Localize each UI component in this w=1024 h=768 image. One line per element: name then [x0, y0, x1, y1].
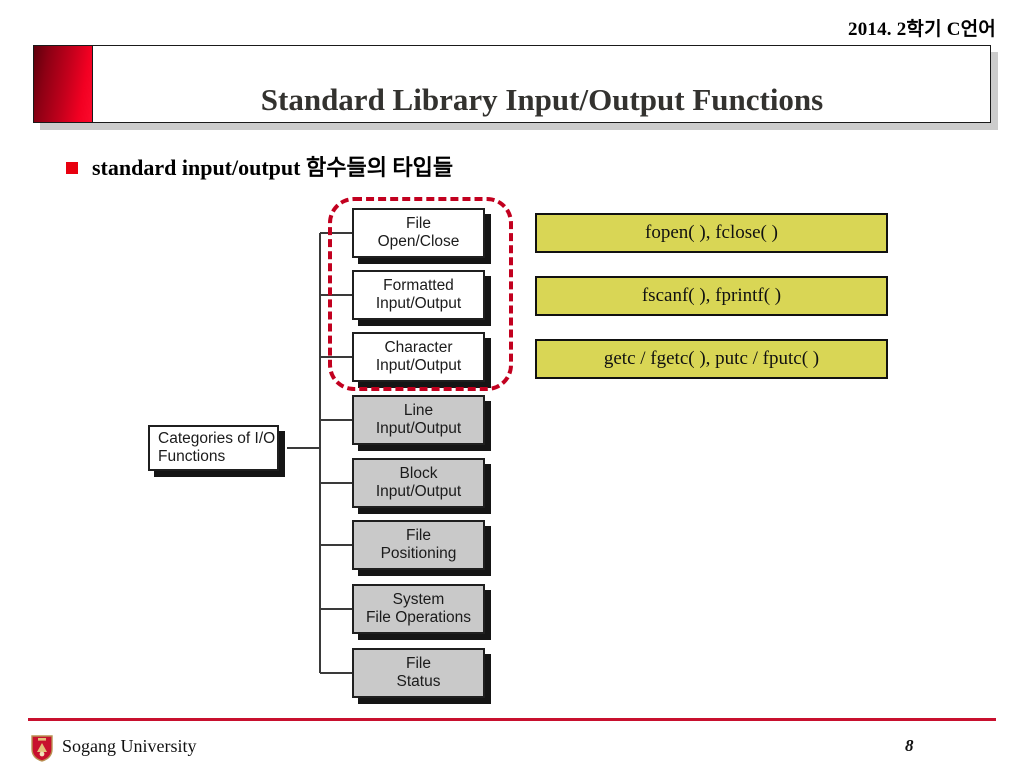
- node-line1: System: [392, 591, 445, 609]
- diagram-node-line-io[interactable]: Line Input/Output: [352, 395, 485, 445]
- diagram-node-system-file-operations[interactable]: System File Operations: [352, 584, 485, 634]
- title-bar-frame: [33, 45, 991, 123]
- page-title: Standard Library Input/Output Functions: [260, 82, 824, 117]
- course-label: 2014. 2학기 C언어: [848, 19, 996, 40]
- diagram-node-file-status[interactable]: File Status: [352, 648, 485, 698]
- diagram-root-line1: Categories of: [158, 430, 251, 448]
- sogang-shield-logo-icon: [31, 735, 53, 762]
- node-line1: Character: [384, 339, 453, 357]
- bullet-text: standard input/output 함수들의 타입들: [92, 155, 454, 180]
- node-line1: File: [406, 215, 431, 233]
- node-line1: Block: [399, 465, 438, 483]
- node-line2: Input/Output: [375, 357, 462, 374]
- node-line1: File: [406, 527, 431, 545]
- node-line2: Positioning: [380, 545, 457, 562]
- node-line2: File Operations: [365, 609, 472, 626]
- node-line2: Input/Output: [375, 483, 462, 500]
- node-line2: Input/Output: [375, 295, 462, 312]
- bullet-square-icon: [66, 162, 78, 174]
- node-line1: Line: [403, 402, 434, 420]
- callout-character-io: getc / fgetc( ), putc / fputc( ): [535, 339, 888, 379]
- node-line2: Input/Output: [375, 420, 462, 437]
- footer-divider: [28, 718, 996, 721]
- node-line1: Formatted: [383, 277, 454, 295]
- diagram-root-node[interactable]: Categories of I/O Functions: [148, 425, 279, 471]
- diagram-node-block-io[interactable]: Block Input/Output: [352, 458, 485, 508]
- diagram-node-character-io[interactable]: Character Input/Output: [352, 332, 485, 382]
- diagram-root-line2: I/O Functions: [158, 430, 276, 465]
- callout-formatted-io: fscanf( ), fprintf( ): [535, 276, 888, 316]
- footer-university-name: Sogang University: [62, 736, 197, 756]
- node-line2: Status: [396, 673, 441, 690]
- callout-file-open-close: fopen( ), fclose( ): [535, 213, 888, 253]
- diagram-node-formatted-io[interactable]: Formatted Input/Output: [352, 270, 485, 320]
- bullet-row: standard input/output 함수들의 타입들: [66, 150, 453, 182]
- node-line2: Open/Close: [377, 233, 460, 250]
- page-number: 8: [905, 736, 914, 755]
- diagram-node-file-positioning[interactable]: File Positioning: [352, 520, 485, 570]
- diagram-node-file-open-close[interactable]: File Open/Close: [352, 208, 485, 258]
- title-accent-swatch: [33, 45, 93, 123]
- node-line1: File: [406, 655, 431, 673]
